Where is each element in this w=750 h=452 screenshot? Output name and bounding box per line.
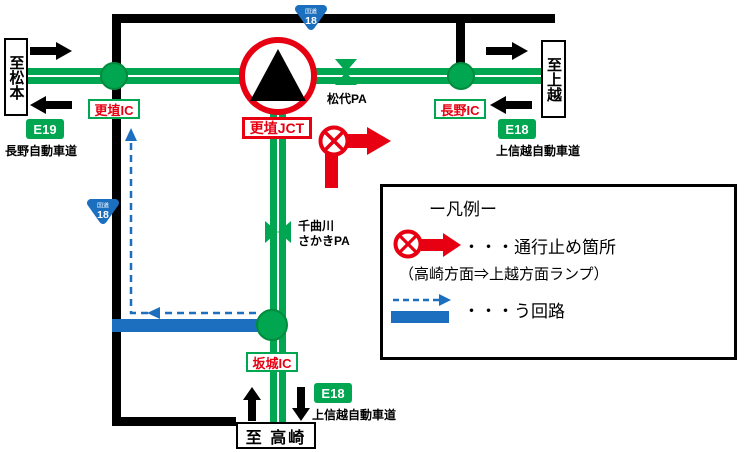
chikuma-pa-label-line2: さかきPA <box>298 234 350 248</box>
legend-box: ー凡例ー ・・・通行止め箇所 （高崎方面⇒上越方面ランプ） ・・・う回路 <box>380 184 737 360</box>
detour-arrowhead-up-icon <box>125 128 137 141</box>
route-shield-shape <box>295 5 327 30</box>
legend-detour-label: ・・・う回路 <box>463 302 565 321</box>
arrow-right-matsumoto-side-icon <box>30 42 72 60</box>
route-shield-number: 18 <box>305 15 317 27</box>
sakaki-ic-label: 坂城IC <box>246 352 298 372</box>
chikuma-pa-label-line1: 千曲川 <box>298 219 335 233</box>
koshoku-jct-text: 更埴JCT <box>249 120 305 136</box>
national-road-top <box>112 14 555 23</box>
nagano-ic-text: 長野IC <box>440 102 480 118</box>
matsushiro-pa-symbol-icon <box>335 59 357 85</box>
legend-closure-icon <box>393 229 423 259</box>
arrow-left-matsumoto-side-icon <box>30 96 72 114</box>
detour-road-solid <box>112 319 264 332</box>
e18-badge-bottom: E18 <box>314 383 352 403</box>
e19-road-name: 長野自動車道 <box>5 144 78 158</box>
legend-detour-solid-line <box>391 311 449 323</box>
closure-ramp-arrow-icon <box>341 127 391 155</box>
sakaki-ic-circle <box>256 309 288 341</box>
national-road-bottom-stub <box>112 417 236 426</box>
e19-badge: E19 <box>26 119 64 139</box>
expressway-vertical <box>270 80 286 430</box>
arrow-left-joetsu-side-icon <box>490 96 532 114</box>
national-road-left <box>112 14 121 426</box>
matsushiro-pa-label: 松代PA <box>327 92 367 106</box>
sakaki-ic-text: 坂城IC <box>252 355 292 371</box>
koshoku-ic-label: 更埴IC <box>88 99 140 119</box>
dest-takasaki-text: 至 高崎 <box>245 429 307 447</box>
detour-dashed-path <box>129 140 256 315</box>
e18-road-name-right: 上信越自動車道 <box>496 144 581 158</box>
detour-arrowhead-left-icon <box>147 307 160 319</box>
legend-detour-dashed-arrow-icon <box>393 294 451 306</box>
e18-badge-right-text: E18 <box>505 121 529 137</box>
sakaki-pa-symbol-icon <box>265 221 291 243</box>
arrow-down-takasaki-side-icon <box>292 387 310 421</box>
route-shield-shape <box>87 199 119 224</box>
route-18-shield-left-icon: 国道 18 <box>87 199 119 224</box>
nagano-ic-circle <box>447 62 475 90</box>
legend-closure-label: ・・・通行止め箇所 <box>463 238 616 257</box>
arrow-up-takasaki-side-icon <box>243 387 261 421</box>
arrow-right-joetsu-side-icon <box>486 42 528 60</box>
e19-badge-text: E19 <box>33 121 57 137</box>
dest-joetsu-text: 至上越 <box>545 56 562 102</box>
national-road-right-stub <box>456 14 465 76</box>
koshoku-jct-symbol-icon <box>239 37 317 115</box>
legend-closure-arrow-icon <box>421 233 461 257</box>
e18-badge-bottom-text: E18 <box>321 385 345 401</box>
closure-icon <box>318 125 350 157</box>
legend-closure-note: （高崎方面⇒上越方面ランプ） <box>399 266 609 283</box>
route-shield-prefix: 国道 <box>305 8 317 16</box>
nagano-ic-label: 長野IC <box>434 99 486 119</box>
route-18-shield-top-icon: 国道 18 <box>295 5 327 30</box>
closure-ramp-bar <box>325 150 338 188</box>
koshoku-ic-text: 更埴IC <box>94 102 134 118</box>
dest-takasaki: 至 高崎 <box>236 422 316 449</box>
dest-matsumoto-text: 至松本 <box>7 54 25 100</box>
route-shield-prefix: 国道 <box>97 202 109 210</box>
legend-title: ー凡例ー <box>429 200 497 219</box>
jct-triangle <box>250 49 306 101</box>
e18-road-name-bottom: 上信越自動車道 <box>312 408 397 422</box>
route-shield-number: 18 <box>97 209 109 221</box>
koshoku-ic-circle <box>100 62 128 90</box>
e18-badge-right: E18 <box>498 119 536 139</box>
dest-joetsu: 至上越 <box>541 40 566 118</box>
koshoku-jct-label: 更埴JCT <box>242 117 312 139</box>
dest-matsumoto: 至松本 <box>4 38 28 116</box>
